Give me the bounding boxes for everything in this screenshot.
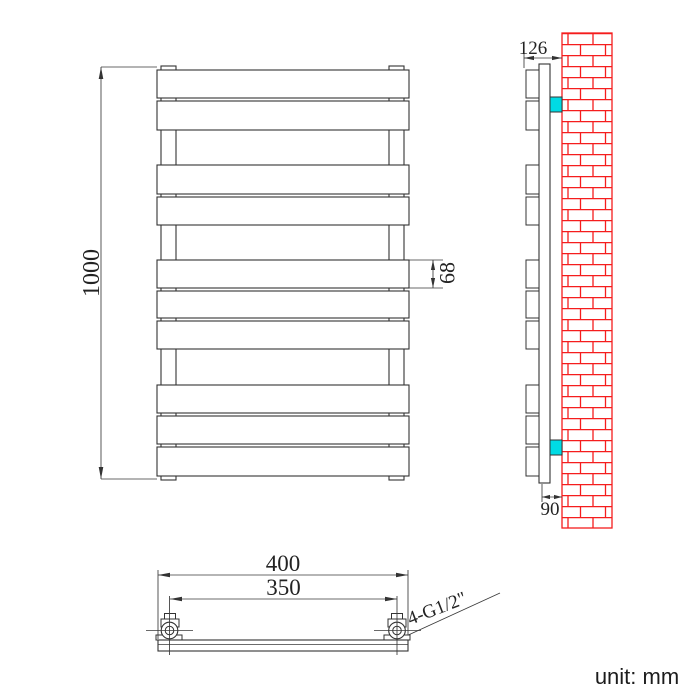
arrowhead-left (158, 572, 170, 578)
front-panel (156, 196, 410, 226)
side-panel (525, 100, 540, 131)
side-panel (525, 259, 540, 289)
arrowhead-right (554, 494, 562, 500)
front-panel (156, 259, 410, 289)
extension-line (409, 259, 443, 289)
side-panel (525, 290, 540, 319)
arrowhead-left (170, 596, 182, 602)
brick-wall (561, 32, 613, 529)
front-panel (156, 446, 410, 477)
side-rail (538, 63, 551, 484)
front-panel (156, 100, 410, 131)
arrowhead-up (430, 260, 436, 270)
arrowhead-right (396, 572, 408, 578)
arrowhead-left (524, 55, 534, 61)
arrowhead-left (542, 494, 550, 500)
spacing-dimension: 350 (170, 575, 397, 602)
clearance-dimension: 90 (541, 484, 562, 520)
arrowhead-down (98, 467, 104, 479)
front-panel (156, 164, 410, 195)
valve-nut-left-top (164, 613, 176, 620)
width-dim-label: 400 (266, 551, 301, 576)
spacing-dim-label: 350 (266, 575, 301, 600)
height-dim-label: 1000 (79, 249, 105, 297)
side-view (525, 32, 613, 529)
side-panel (525, 164, 540, 195)
arrowhead-down (430, 278, 436, 288)
panel-height-dim-label: 68 (435, 262, 460, 284)
wall-bracket-top (549, 96, 563, 113)
bottom-view (146, 592, 501, 655)
arrowhead-up (98, 67, 104, 79)
wall-bracket-bottom (549, 439, 563, 456)
unit-label: unit: mm (595, 664, 679, 689)
front-panel (156, 69, 410, 99)
front-panel (156, 320, 410, 350)
extension-line (101, 66, 157, 480)
panel-height-dimension: 68 (409, 259, 460, 289)
extension-line (157, 570, 409, 639)
width-dimension: 400 (157, 551, 409, 639)
side-panel (525, 415, 540, 445)
clearance-dim-label: 90 (541, 499, 560, 520)
height-dimension: 1000 (79, 66, 157, 480)
side-panel (525, 384, 540, 414)
side-panel (525, 196, 540, 226)
thread-callout: 4-G1/2" (405, 588, 470, 630)
depth-dim-label: 126 (519, 38, 548, 59)
side-panel (525, 446, 540, 477)
front-panel (156, 415, 410, 445)
side-panel (525, 69, 540, 99)
front-view (156, 65, 410, 481)
front-panel (156, 384, 410, 414)
arrowhead-right (385, 596, 397, 602)
front-panel (156, 290, 410, 319)
centerlines (146, 596, 421, 655)
side-panel (525, 320, 540, 350)
depth-dimension: 126 (519, 38, 562, 68)
arrowhead-right (552, 55, 562, 61)
thread-label: 4-G1/2" (405, 588, 470, 630)
bottom-rail (157, 639, 409, 652)
